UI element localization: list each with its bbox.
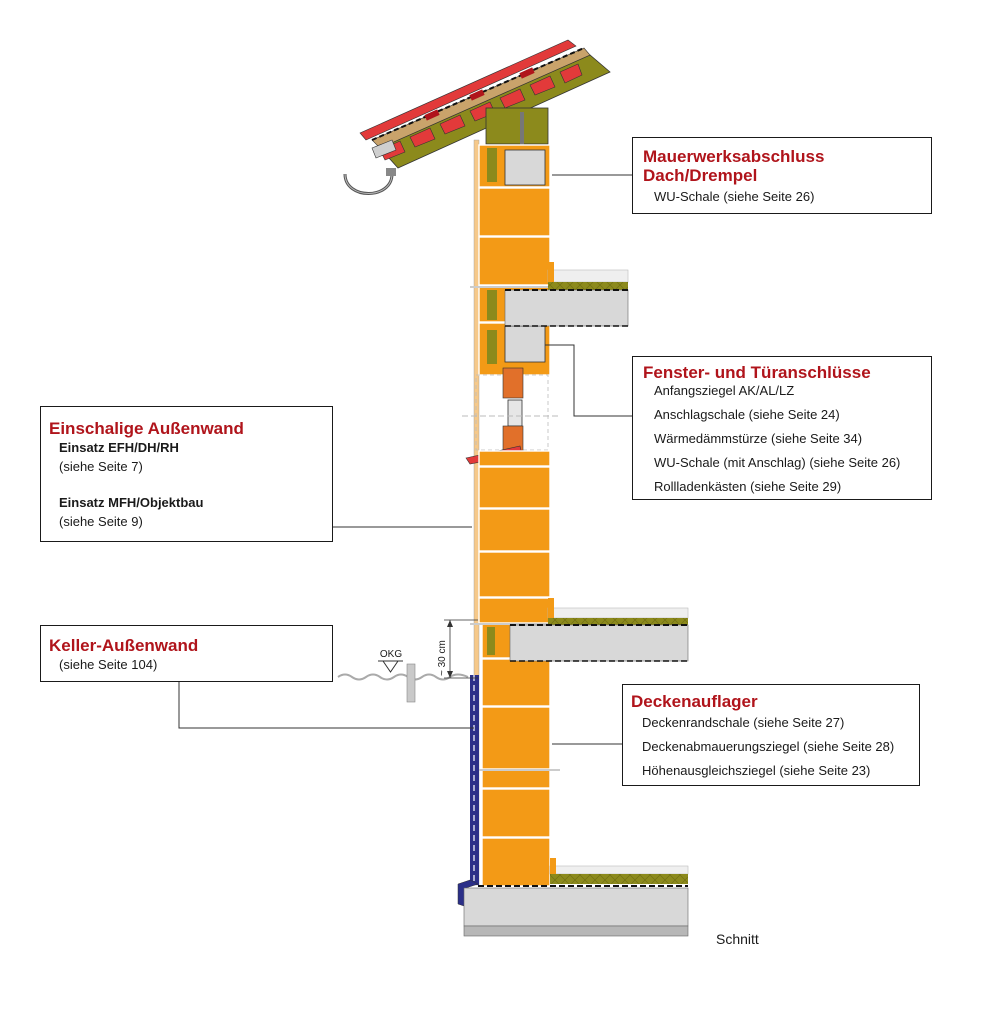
roof — [343, 39, 611, 195]
callout-mauerwerksabschluss: Mauerwerksabschluss Dach/Drempel WU-Scha… — [632, 137, 932, 214]
callout-item: Wärmedämmstürze (siehe Seite 34) — [654, 431, 863, 446]
callout-item: Anschlagschale (siehe Seite 24) — [654, 407, 840, 422]
callout-item-list: Anfangsziegel AK/AL/LZ Anschlagschale (s… — [643, 379, 931, 499]
ground-level — [337, 660, 469, 703]
callout-item: WU-Schale (mit Anschlag) (siehe Seite 26… — [654, 455, 901, 470]
callout-keller-aussenwand: Keller-Außenwand (siehe Seite 104) — [40, 625, 333, 682]
dimension-30cm — [444, 619, 478, 679]
dimension-label: ~ 30 cm — [437, 640, 448, 676]
callout-title-line2: Dach/Drempel — [643, 166, 758, 185]
callout-item: Anfangsziegel AK/AL/LZ — [654, 383, 795, 398]
callout-item: (siehe Seite 9) — [59, 514, 143, 529]
callout-item: Deckenrandschale (siehe Seite 27) — [642, 715, 845, 730]
callout-title: Mauerwerksabschluss — [643, 147, 825, 166]
exterior-wall — [462, 139, 560, 887]
upper-floor-slab — [504, 262, 629, 327]
callout-subhead: Einsatz EFH/DH/RH — [59, 440, 179, 455]
roof-tiles — [359, 39, 583, 161]
callout-title: Fenster- und Türanschlüsse — [643, 363, 871, 382]
drawing-caption: Schnitt — [716, 931, 759, 947]
callout-item: Höhenausgleichsziegel (siehe Seite 23) — [642, 763, 871, 778]
callout-subhead: Einsatz MFH/Objektbau — [59, 495, 204, 510]
basement-waterproofing — [457, 675, 479, 907]
callout-einschalige-aussenwand: Einschalige Außenwand Einsatz EFH/DH/RH … — [40, 406, 333, 542]
callout-item: (siehe Seite 104) — [59, 657, 158, 672]
callout-item: Deckenabmauerungsziegel (siehe Seite 28) — [642, 739, 895, 754]
callout-deckenauflager: Deckenauflager Deckenrandschale (siehe S… — [622, 684, 920, 786]
callout-title: Einschalige Außenwand — [49, 419, 244, 438]
foundation-slab — [463, 858, 689, 937]
callout-item: Rollladenkästen (siehe Seite 29) — [654, 479, 842, 494]
callout-fenster-tueranschluesse: Fenster- und Türanschlüsse Anfangsziegel… — [632, 356, 932, 500]
callout-item: WU-Schale (siehe Seite 26) — [654, 189, 815, 204]
okg-level-marker — [382, 660, 399, 673]
middle-floor-slab — [509, 598, 689, 662]
callout-item: (siehe Seite 7) — [59, 459, 143, 474]
callout-title: Deckenauflager — [631, 692, 758, 711]
callout-title: Keller-Außenwand — [49, 636, 199, 655]
callout-item-list: Deckenrandschale (siehe Seite 27) Decken… — [631, 711, 919, 783]
callout-groups: Einsatz EFH/DH/RH (siehe Seite 7) Einsat… — [49, 438, 332, 531]
leader-lines — [178, 174, 634, 745]
okg-label: OKG — [380, 649, 402, 660]
